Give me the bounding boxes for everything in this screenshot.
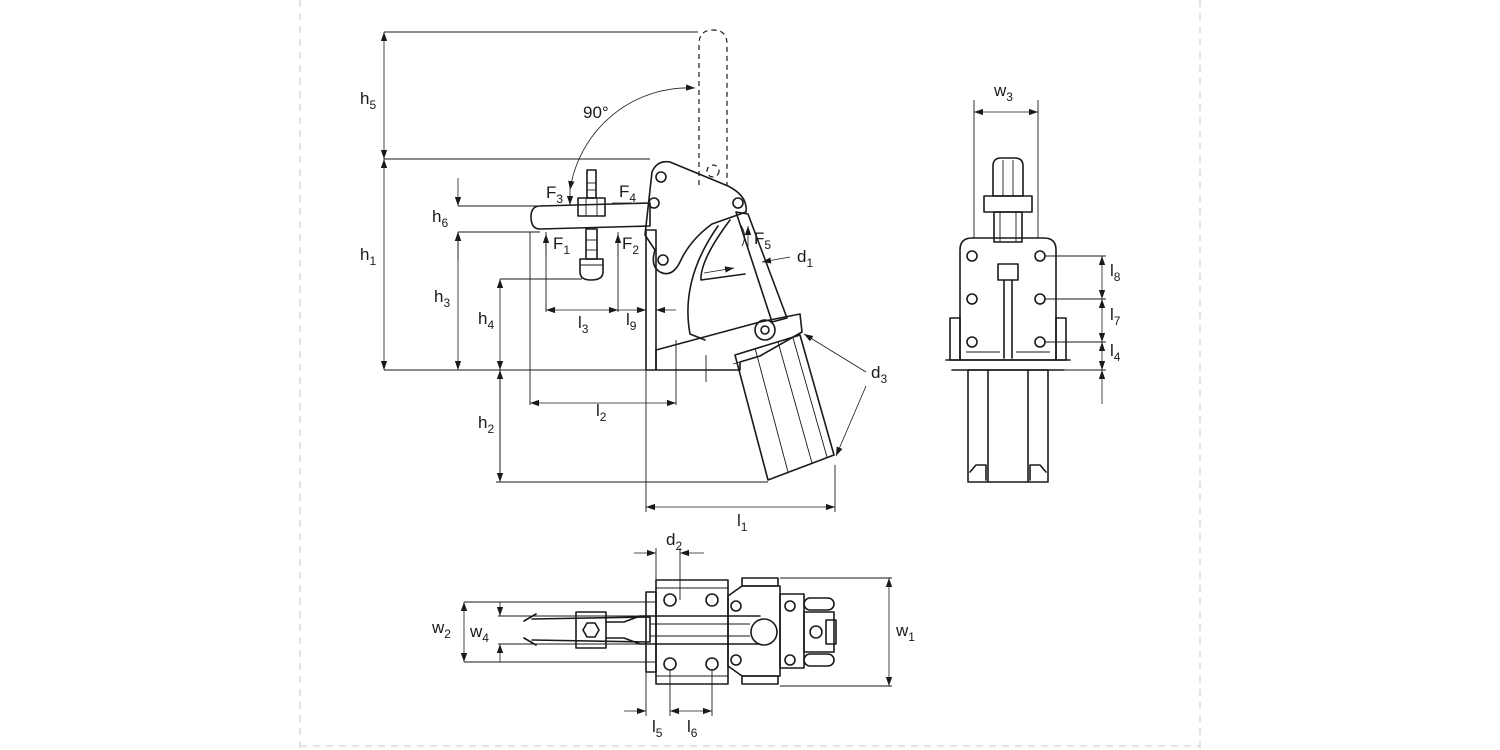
top-hole [730,600,742,612]
label-w2: w2 [431,618,451,641]
top-hole [705,657,719,671]
top-view: d2 w2 w4 w1 l5 l6 [431,530,915,740]
front-spindle-head [992,157,1024,197]
top-spindle-block [575,611,607,649]
label-h5: h5 [360,89,376,112]
spindle-top [586,169,597,199]
label-l2: l2 [596,401,607,424]
label-l1: l1 [737,511,748,534]
front-hole [966,336,978,348]
front-body-plate [959,237,1057,361]
label-l3: l3 [578,313,589,336]
label-F4: F4 [619,182,636,205]
pneumatic-cylinder [734,334,835,481]
label-w1: w1 [895,621,915,644]
front-spindle-body [993,211,1023,243]
spindle-lower [585,228,598,260]
label-angle: 90° [583,103,609,122]
label-h1: h1 [360,245,376,268]
pivot-hole [732,197,744,209]
top-hole [663,593,677,607]
front-spindle-block [983,195,1033,213]
top-cylinder-head [727,585,781,677]
front-bracket-left [949,317,961,361]
hex-nut-icon [582,622,600,638]
spindle-block [577,197,606,217]
top-cylinder-port [750,618,778,646]
pivot-hole [657,254,669,266]
label-d1: d1 [797,247,813,270]
angle-arc [568,84,696,191]
pressure-pad [579,258,604,281]
label-F3: F3 [546,183,563,206]
top-hole [663,657,677,671]
pivot-hole [655,171,667,183]
label-F1: F1 [553,234,570,257]
linkage-curve [700,219,746,281]
label-h6: h6 [432,207,448,230]
label-F2: F2 [622,234,639,257]
top-end-cap [779,593,805,669]
front-hole [966,293,978,305]
label-w4: w4 [469,622,489,645]
front-hole [1034,336,1046,348]
label-h2: h2 [478,413,494,436]
linkage-curve [687,225,719,341]
front-hole [966,250,978,262]
cylinder-pivot-inner [760,325,770,335]
top-clamp-arm [531,616,651,643]
label-h3: h3 [434,287,450,310]
label-h4: h4 [478,309,494,332]
label-d2: d2 [666,530,682,553]
clamp-arm [530,202,651,230]
label-l8: l8 [1110,261,1121,284]
top-hole [705,593,719,607]
side-view: h5 90° F3 F4 h6 F1 F2 F5 d1 h1 h3 h4 l3 … [360,29,887,534]
linkage-bar [735,211,788,323]
label-l7: l7 [1110,305,1121,328]
front-hole [1034,250,1046,262]
label-l9: l9 [626,310,637,333]
label-l4: l4 [1110,341,1121,364]
drawing-frame [299,0,1201,750]
top-hole [730,654,742,666]
top-plate [645,591,657,673]
label-w3: w3 [993,81,1013,104]
front-view: w3 l8 l7 l4 [945,81,1121,483]
front-cylinder [967,369,1049,483]
front-bracket-right [1055,317,1067,361]
top-fitting [803,611,835,653]
cylinder-pivot [754,319,776,341]
label-d3: d3 [871,363,887,386]
open-handle-outline [698,29,728,185]
base-body [655,313,803,371]
front-hole [1034,293,1046,305]
pivot-hole [648,197,660,209]
label-l6: l6 [687,717,698,740]
label-l5: l5 [652,717,663,740]
front-center-nut [997,263,1019,281]
label-F5: F5 [754,229,771,252]
open-handle-pivot [706,164,720,178]
